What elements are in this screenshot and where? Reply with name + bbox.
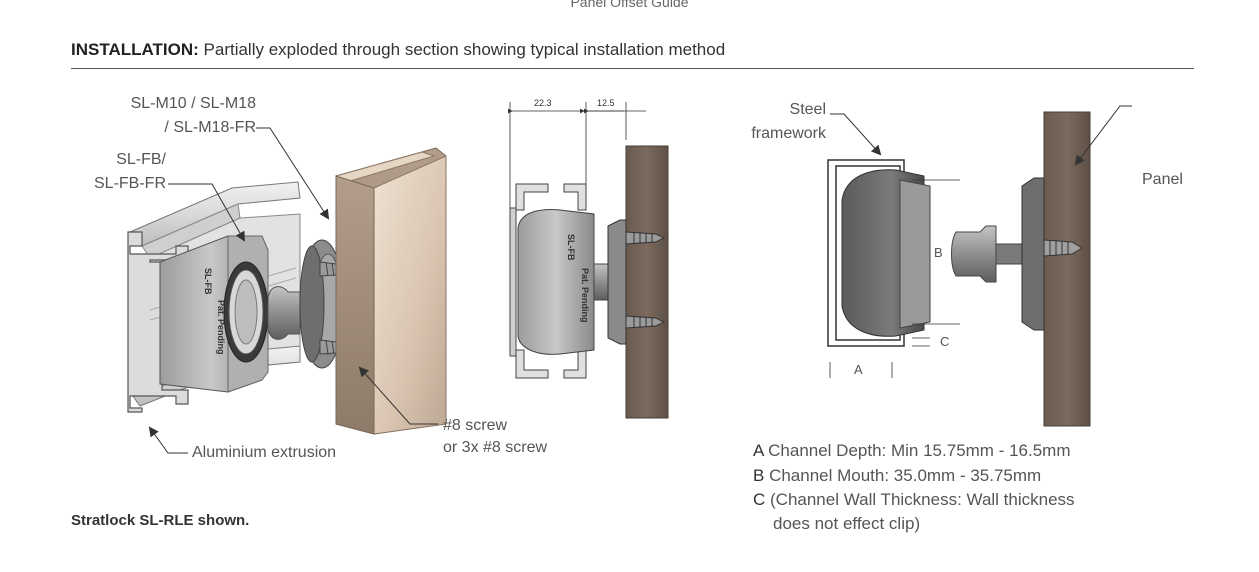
label-panel: Panel: [1142, 171, 1183, 188]
mid-panel: [625, 145, 669, 419]
legend-c-text: (Channel Wall Thickness: Wall thickness: [765, 490, 1075, 509]
right-panel: [1043, 111, 1091, 427]
right-dim-guides: [829, 179, 960, 378]
legend-b-key: B: [753, 466, 765, 485]
dimension-12-5: 12.5: [597, 98, 615, 108]
legend-a-text: Channel Depth: Min 15.75mm - 16.5mm: [763, 441, 1071, 460]
label-screw-line2: or 3x #8 screw: [443, 439, 548, 456]
label-dim-a: A: [854, 362, 863, 377]
right-section: [827, 105, 1132, 427]
section-heading: INSTALLATION: Partially exploded through…: [71, 40, 725, 60]
dimension-22-3: 22.3: [534, 98, 552, 108]
left-leaders: [148, 127, 438, 454]
legend-c-cont: does not effect clip): [773, 513, 920, 535]
heading-bold: INSTALLATION:: [71, 40, 199, 59]
label-dim-c: C: [940, 334, 950, 349]
legend-c: C (Channel Wall Thickness: Wall thicknes…: [753, 489, 1075, 511]
label-aluminium-extrusion: Aluminium extrusion: [192, 444, 337, 461]
stud-3d: [267, 286, 301, 340]
mid-clip-brand: SL-FB: [566, 234, 576, 261]
left-assembly: SL-FB Pat. Pending: [127, 147, 447, 435]
heading-text: Partially exploded through section showi…: [198, 40, 726, 59]
heading-rule: [71, 68, 1194, 69]
label-sl-m10-line1: SL-M10 / SL-M18: [130, 95, 256, 112]
label-steel-line1: Steel: [789, 101, 826, 118]
label-screw-line1: #8 screw: [443, 417, 508, 434]
legend-c-cont-text: does not effect clip): [773, 514, 921, 533]
label-sl-fb-line2: SL-FB-FR: [94, 175, 166, 192]
middle-section: SL-FB Pat. Pending: [508, 102, 669, 419]
right-leaders: [830, 105, 1132, 166]
clip-pat-text: Pat. Pending: [216, 300, 226, 355]
legend-b: B Channel Mouth: 35.0mm - 35.75mm: [753, 465, 1041, 487]
legend-a: A Channel Depth: Min 15.75mm - 16.5mm: [753, 440, 1071, 462]
label-steel-line2: framework: [751, 125, 826, 142]
footnote: Stratlock SL-RLE shown.: [71, 512, 250, 529]
legend-a-key: A: [753, 441, 764, 460]
clip-brand-text: SL-FB: [203, 268, 213, 295]
legend-b-text: Channel Mouth: 35.0mm - 35.75mm: [764, 466, 1042, 485]
clip-body-3d: SL-FB Pat. Pending: [159, 235, 269, 393]
label-dim-b: B: [934, 245, 943, 260]
label-sl-m10-line2: / SL-M18-FR: [164, 119, 256, 136]
mid-clip-pat: Pat. Pending: [580, 268, 590, 323]
legend-c-key: C: [753, 490, 766, 509]
top-caption: Panel Offset Guide: [570, 0, 689, 10]
wood-panel-3d: [335, 147, 447, 435]
dimension-lines: [508, 102, 646, 208]
label-sl-fb-line1: SL-FB/: [116, 151, 166, 168]
